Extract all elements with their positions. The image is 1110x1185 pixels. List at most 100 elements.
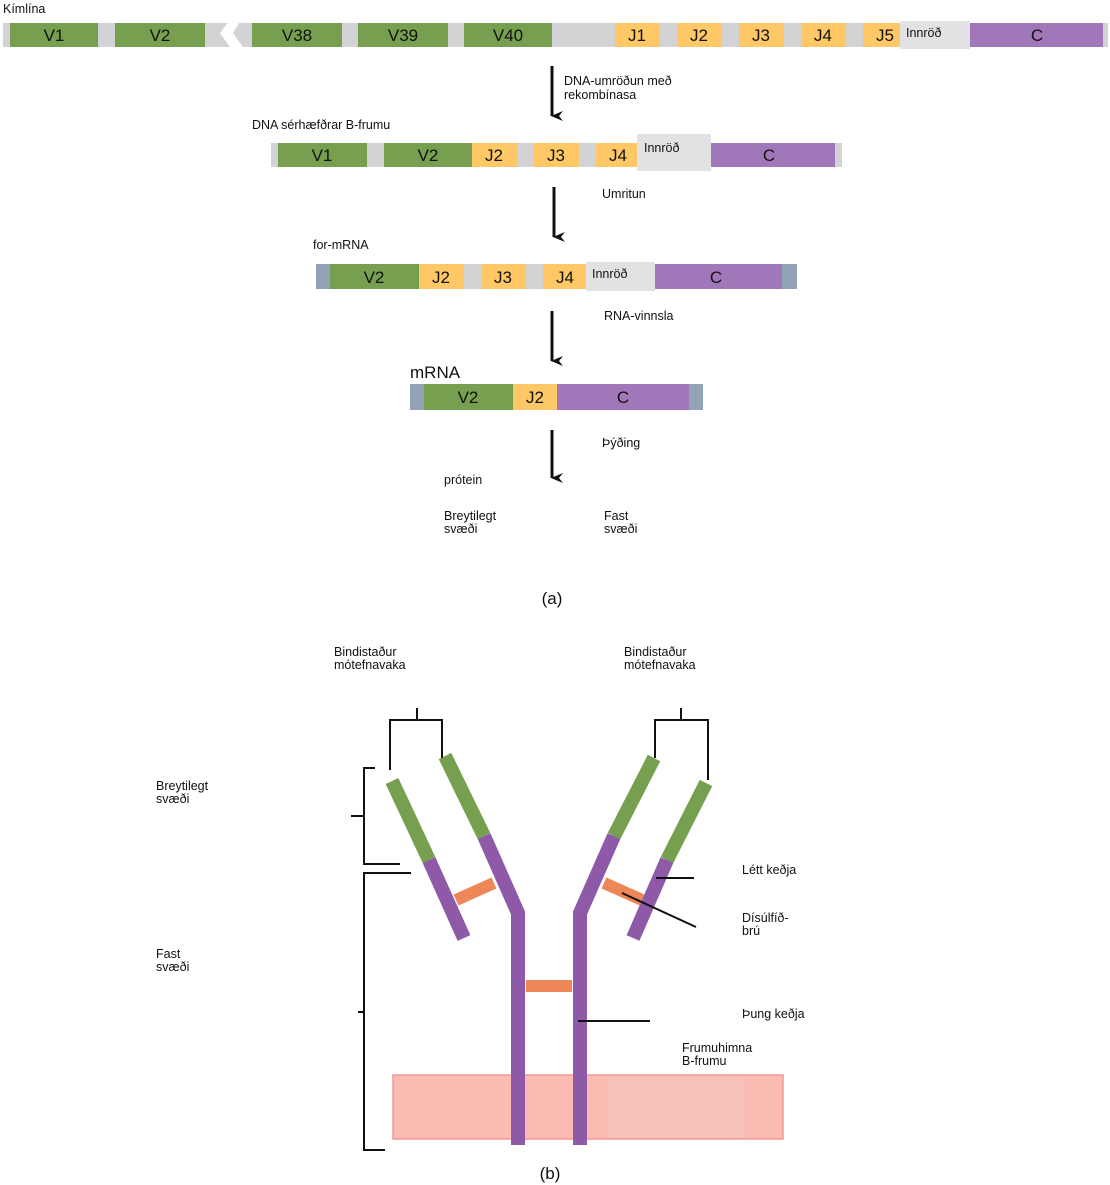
protein-label: prótein bbox=[444, 473, 482, 487]
cell-membrane-shade-1 bbox=[608, 1076, 745, 1138]
bcell-label-j4: J4 bbox=[609, 146, 627, 165]
constant-region-bracket bbox=[358, 872, 411, 1151]
germline-label-v38: V38 bbox=[282, 26, 312, 45]
mrna-cap-left bbox=[410, 384, 424, 410]
step-recombination-line1: DNA-umröðun með bbox=[564, 74, 672, 88]
germline-label-v2: V2 bbox=[150, 26, 171, 45]
germline-label-j2: J2 bbox=[690, 26, 708, 45]
bcell-segment-v1 bbox=[278, 143, 367, 167]
disulfide-line1: Dísúlfíð- bbox=[742, 911, 789, 925]
bcell-label-j2: J2 bbox=[485, 146, 503, 165]
step-rna-processing: RNA-vinnsla bbox=[604, 309, 674, 323]
variable-region-bracket bbox=[351, 767, 400, 865]
germline-segment-v2 bbox=[115, 23, 205, 47]
pre-mrna-segment-j4 bbox=[543, 264, 588, 289]
mrna-segment-c bbox=[557, 384, 689, 410]
bcell-label-c: C bbox=[763, 146, 775, 165]
protein-variable-line1: Breytilegt bbox=[444, 509, 497, 523]
bcell-label-v1: V1 bbox=[312, 146, 333, 165]
caption-b: (b) bbox=[540, 1164, 561, 1183]
heavy-chain-left bbox=[477, 833, 525, 1145]
bcell-label-intron: Innröð bbox=[644, 141, 679, 155]
pre-mrna-title: for-mRNA bbox=[313, 238, 369, 252]
mrna-label-c: C bbox=[617, 388, 629, 407]
pre-mrna-label-j4: J4 bbox=[556, 268, 574, 287]
binding-bracket-left bbox=[389, 719, 443, 770]
mrna-title: mRNA bbox=[410, 363, 461, 382]
pre-mrna-segment-c bbox=[655, 264, 782, 289]
germline-segment-v1 bbox=[10, 23, 98, 47]
pre-mrna-label-intron: Innröð bbox=[592, 267, 627, 281]
bcell-segment-j2 bbox=[472, 143, 517, 167]
binding-site-brackets bbox=[389, 708, 709, 780]
mrna-label-j2: J2 bbox=[526, 388, 544, 407]
disulfide-pointer bbox=[621, 892, 697, 928]
bcell-label-j3: J3 bbox=[547, 146, 565, 165]
pre-mrna-cap-right bbox=[782, 264, 797, 289]
pre-mrna-label-v2: V2 bbox=[364, 268, 385, 287]
step-transcription: Umritun bbox=[602, 187, 646, 201]
membrane-line1: Frumuhimna bbox=[682, 1041, 752, 1055]
pre-mrna-segment-j2 bbox=[419, 264, 464, 289]
germline-label-c: C bbox=[1031, 26, 1043, 45]
cell-membrane bbox=[392, 1074, 784, 1140]
germline-segment-c bbox=[970, 23, 1103, 47]
germline-label-v39: V39 bbox=[388, 26, 418, 45]
pre-mrna-label-j3: J3 bbox=[494, 268, 512, 287]
heavy-variable-left bbox=[438, 752, 491, 840]
light-chain-left-constant bbox=[422, 857, 471, 941]
heavy-variable-right bbox=[607, 754, 661, 840]
mrna-bar: V2 J2 C bbox=[410, 384, 703, 410]
disulfide-line2: brú bbox=[742, 924, 760, 938]
disulfide-bridge-right bbox=[601, 877, 645, 906]
heavy-variable bbox=[438, 752, 661, 840]
germline-segment-v40 bbox=[464, 23, 552, 47]
binding-left-line2: mótefnavaka bbox=[334, 658, 406, 672]
germline-segment-j1 bbox=[615, 23, 660, 47]
mrna-label-v2: V2 bbox=[458, 388, 479, 407]
germline-title: Kímlína bbox=[3, 2, 45, 16]
protein-constant-line1: Fast bbox=[604, 509, 629, 523]
bcell-dna-bar: V1 V2 J2 J3 J4 Innröð C bbox=[271, 134, 842, 171]
germline-segment-j2 bbox=[677, 23, 722, 47]
step-translation: Þýðing bbox=[602, 436, 640, 450]
pre-mrna-segment-v2 bbox=[330, 264, 419, 289]
variable-region-line2: svæði bbox=[156, 792, 189, 806]
heavy-chain-label: Þung keðja bbox=[742, 1007, 805, 1021]
light-chain-right-variable bbox=[660, 779, 713, 864]
germline-label-j1: J1 bbox=[628, 26, 646, 45]
germline-segment-j3 bbox=[739, 23, 784, 47]
bcell-segment-intron bbox=[637, 134, 711, 171]
heavy-chains bbox=[477, 833, 621, 1145]
germline-segment-v39 bbox=[358, 23, 448, 47]
pre-mrna-bar: V2 J2 J3 J4 Innröð C bbox=[316, 262, 797, 291]
germline-label-v40: V40 bbox=[493, 26, 523, 45]
bcell-segment-v2 bbox=[384, 143, 472, 167]
germline-label-j5: J5 bbox=[876, 26, 894, 45]
pre-mrna-segment-j3 bbox=[481, 264, 526, 289]
binding-right-line2: mótefnavaka bbox=[624, 658, 696, 672]
disulfide-bridge-left bbox=[453, 877, 497, 906]
protein-constant-line2: svæði bbox=[604, 522, 637, 536]
binding-bracket-right bbox=[654, 719, 709, 780]
part-b: Bindistaður mótefnavaka Bindistaður móte… bbox=[156, 645, 805, 1183]
bcell-segment-j4 bbox=[596, 143, 641, 167]
bcell-dna-title: DNA sérhæfðrar B-frumu bbox=[252, 118, 390, 132]
protein-variable-line2: svæði bbox=[444, 522, 477, 536]
light-chain-left-variable bbox=[385, 778, 436, 863]
germline-segment-v38 bbox=[252, 23, 342, 47]
germline-label-j3: J3 bbox=[752, 26, 770, 45]
pre-mrna-segment-intron bbox=[586, 262, 655, 291]
variable-region-line1: Breytilegt bbox=[156, 779, 209, 793]
binding-left-line1: Bindistaður bbox=[334, 645, 397, 659]
germline-dna-bar: V1 V2 V38 V39 V40 J1 J2 J3 J4 J5 Innröð … bbox=[3, 20, 1108, 50]
mrna-cap-right bbox=[689, 384, 703, 410]
caption-a: (a) bbox=[542, 589, 563, 608]
pre-mrna-label-j2: J2 bbox=[432, 268, 450, 287]
germline-segment-intron bbox=[900, 21, 970, 49]
germline-label-j4: J4 bbox=[814, 26, 832, 45]
germline-segment-j4 bbox=[801, 23, 846, 47]
light-chain-right-constant bbox=[626, 857, 674, 941]
light-chain-label: Létt keðja bbox=[742, 863, 796, 877]
